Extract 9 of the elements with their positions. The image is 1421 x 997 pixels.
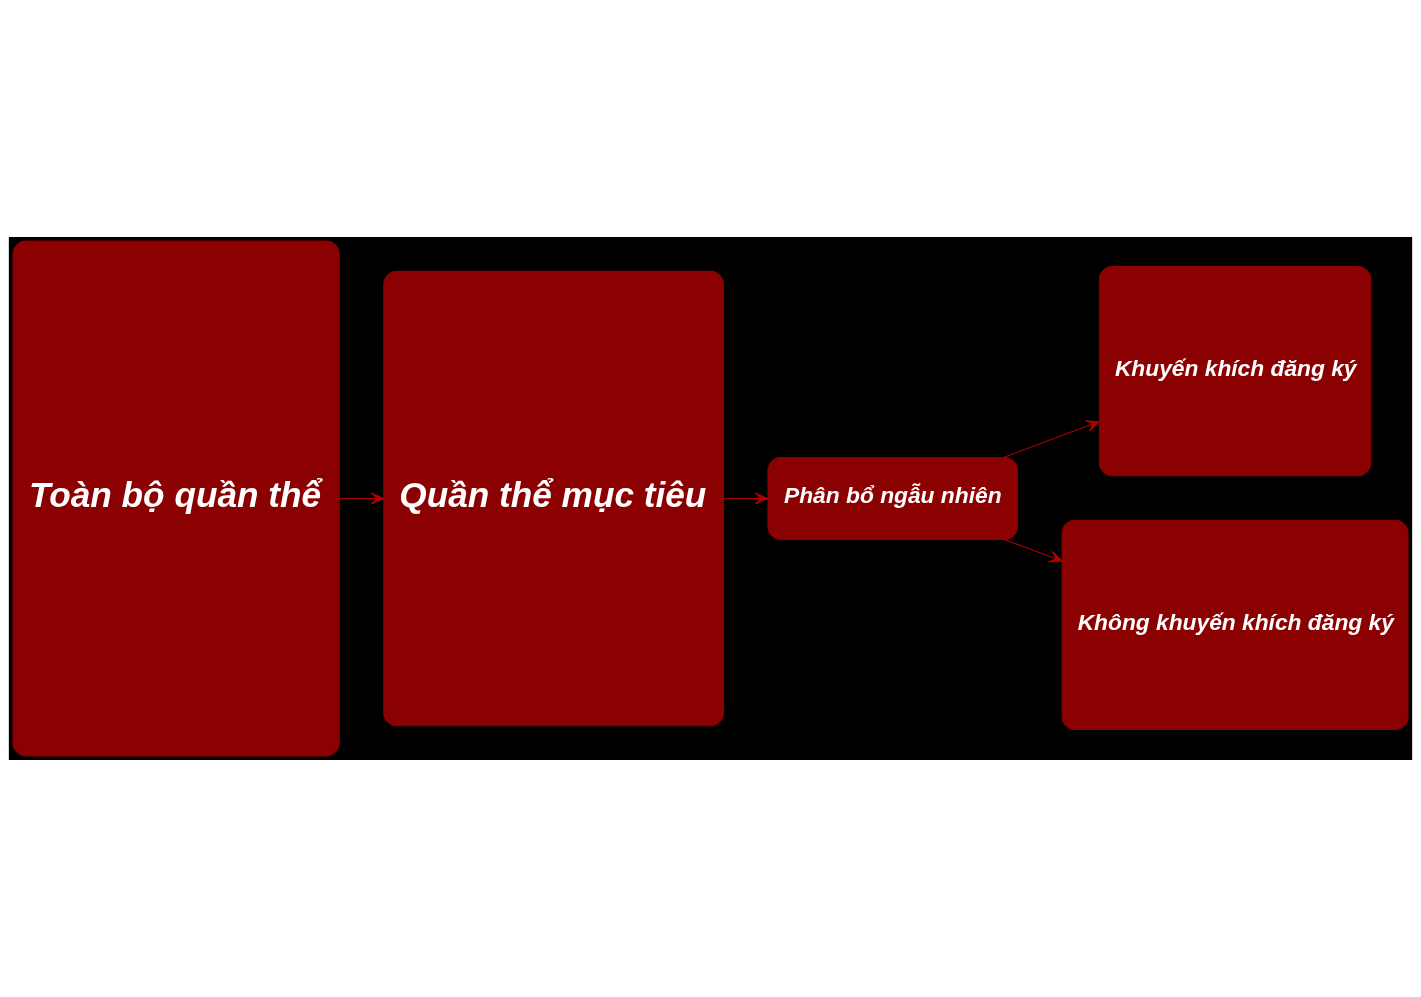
arrow xyxy=(1003,539,1063,563)
arrow xyxy=(338,492,385,505)
arrow xyxy=(723,492,769,505)
node-box: Phân bổ ngẫu nhiên xyxy=(767,457,1019,540)
arrow xyxy=(1002,420,1100,458)
node-box: Không khuyến khích đăng ký xyxy=(1061,519,1409,730)
node-box: Toàn bộ quần thể xyxy=(12,240,340,757)
node-box: Khuyến khích đăng ký xyxy=(1098,266,1372,477)
node-box: Quần thể mục tiêu xyxy=(383,270,724,727)
